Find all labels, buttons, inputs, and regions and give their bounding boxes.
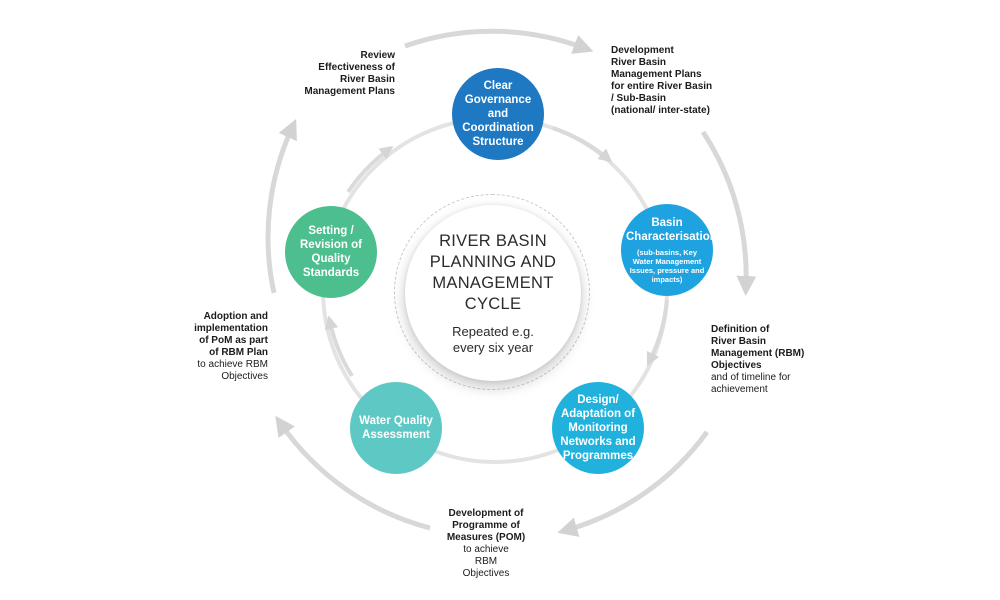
outer-arrow-bottom-left [275, 415, 431, 531]
label-definition-bold: Definition of River Basin Management (RB… [711, 324, 805, 371]
center-circle: RIVER BASIN PLANNING AND MANAGEMENT CYCL… [405, 205, 581, 381]
outer-arrow-bottom-right [557, 430, 710, 537]
label-development-plans-text: Development River Basin Management Plans… [611, 45, 713, 116]
node-basin-label: Basin Characterisation [626, 217, 717, 243]
node-standards-label: Setting / Revision of Quality Standards [300, 225, 362, 279]
node-design-label: Design/ Adaptation of Monitoring Network… [560, 394, 636, 462]
label-development-plans: Development River Basin Management Plans… [611, 45, 751, 117]
label-definition-normal: and of timeline for achievement [711, 372, 791, 395]
label-review-text: Review Effectiveness of River Basin Mana… [304, 50, 395, 97]
node-governance: Clear Governance and Coordination Struct… [452, 68, 544, 160]
label-adoption: Adoption and implementation of PoM as pa… [170, 311, 268, 383]
label-pom: Development of Programme of Measures (PO… [426, 508, 546, 580]
node-assessment-label: Water Quality Assessment [359, 415, 433, 441]
inner-arrow-1 [552, 126, 613, 163]
center-title: RIVER BASIN PLANNING AND MANAGEMENT CYCL… [429, 231, 557, 313]
label-adoption-bold: Adoption and implementation of PoM as pa… [194, 311, 268, 358]
inner-arrow-2 [646, 299, 669, 367]
outer-arrow-top [404, 28, 594, 54]
center-dashed-ring [394, 194, 590, 390]
inner-arrow-3 [324, 315, 354, 378]
label-adoption-normal: to achieve RBM Objectives [197, 359, 268, 382]
node-governance-label: Clear Governance and Coordination Struct… [462, 80, 534, 148]
label-pom-bold: Development of Programme of Measures (PO… [446, 508, 526, 543]
node-quality-standards: Setting / Revision of Quality Standards [285, 206, 377, 298]
inner-arrow-4 [346, 145, 394, 194]
outer-arrow-left [265, 118, 297, 294]
node-water-quality-assessment: Water Quality Assessment [350, 382, 442, 474]
label-review: Review Effectiveness of River Basin Mana… [285, 50, 395, 98]
center-subtitle: Repeated e.g. every six year [452, 323, 534, 355]
outer-arrow-right [700, 130, 757, 296]
node-design-adaptation: Design/ Adaptation of Monitoring Network… [552, 382, 644, 474]
node-basin-sublabel: (sub-basins, Key Water Management Issues… [629, 248, 705, 284]
label-pom-normal: to achieve RBM Objectives [462, 544, 510, 579]
node-basin-characterisation: Basin Characterisation (sub-basins, Key … [621, 204, 717, 296]
label-definition-objectives: Definition of River Basin Management (RB… [711, 324, 831, 396]
